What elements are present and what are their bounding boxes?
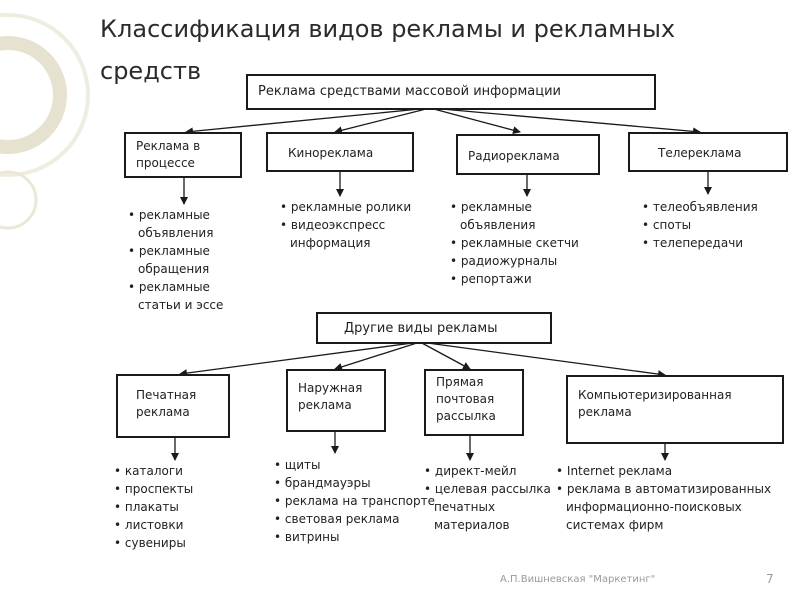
list-item: телепередачи: [642, 234, 782, 252]
list-item: радиожурналы: [450, 252, 590, 270]
box-print-advertising: Печатная реклама: [116, 374, 230, 438]
box-direct-mail: Прямая почтовая рассылка: [424, 369, 524, 436]
list-item: брандмауэры: [274, 474, 454, 492]
list-advertising-in-process: рекламные объявления рекламные обращения…: [128, 206, 248, 314]
list-item: световая реклама: [274, 510, 454, 528]
page-number: 7: [766, 572, 774, 586]
list-item: целевая рассылка печатных материалов: [424, 480, 554, 534]
box-outdoor-advertising: Наружная реклама: [286, 369, 386, 432]
list-item: каталоги: [114, 462, 224, 480]
list-item: сувениры: [114, 534, 224, 552]
box-other-advertising: Другие виды рекламы: [316, 312, 552, 344]
list-direct-mail: директ-мейл целевая рассылка печатных ма…: [424, 462, 554, 534]
list-outdoor-advertising: щиты брандмауэры реклама на транспорте с…: [274, 456, 454, 546]
list-item: витрины: [274, 528, 454, 546]
list-item: реклама на транспорте: [274, 492, 454, 510]
list-item: Internet реклама: [556, 462, 788, 480]
list-item: листовки: [114, 516, 224, 534]
box-advertising-in-process: Реклама в процессе: [124, 132, 242, 178]
box-mass-media: Реклама средствами массовой информации: [246, 74, 656, 110]
box-tv-advertising: Телереклама: [628, 132, 788, 172]
list-item: директ-мейл: [424, 462, 554, 480]
list-item: рекламные объявления: [450, 198, 590, 234]
list-item: проспекты: [114, 480, 224, 498]
list-print-advertising: каталоги проспекты плакаты листовки суве…: [114, 462, 224, 552]
list-item: споты: [642, 216, 782, 234]
box-computerized-advertising: Компьютеризированная реклама: [566, 375, 784, 444]
list-item: телеобъявления: [642, 198, 782, 216]
list-tv-advertising: телеобъявления споты телепередачи: [642, 198, 782, 252]
slide-title: Классификация видов рекламы и рекламных …: [100, 15, 676, 85]
list-item: рекламные статьи и эссе: [128, 278, 248, 314]
list-item: видеоэкспресс информация: [280, 216, 440, 252]
list-item: рекламные объявления: [128, 206, 248, 242]
list-item: реклама в автоматизированных информацион…: [556, 480, 788, 534]
decorative-circles: [0, 13, 90, 230]
box-cinema-advertising: Кинореклама: [266, 132, 414, 172]
list-item: плакаты: [114, 498, 224, 516]
list-item: рекламные скетчи: [450, 234, 590, 252]
list-item: рекламные ролики: [280, 198, 440, 216]
list-item: рекламные обращения: [128, 242, 248, 278]
list-cinema-advertising: рекламные ролики видеоэкспресс информаци…: [280, 198, 440, 252]
list-radio-advertising: рекламные объявления рекламные скетчи ра…: [450, 198, 590, 288]
list-item: щиты: [274, 456, 454, 474]
list-item: репортажи: [450, 270, 590, 288]
box-radio-advertising: Радиореклама: [456, 134, 600, 175]
footer-author: А.П.Вишневская "Маркетинг": [500, 574, 656, 585]
list-computerized-advertising: Internet реклама реклама в автоматизиров…: [556, 462, 788, 534]
